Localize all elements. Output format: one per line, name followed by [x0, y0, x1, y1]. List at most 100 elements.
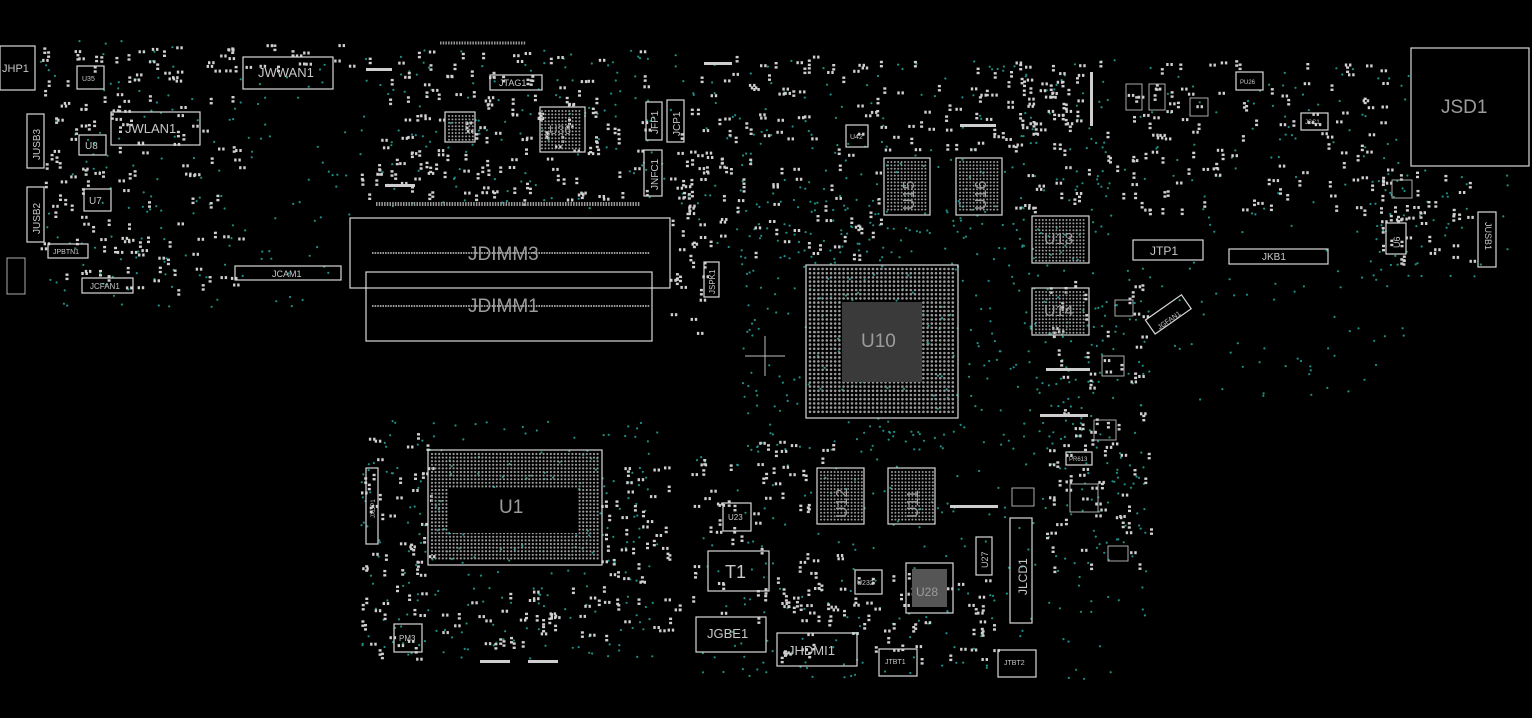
component-jusb2[interactable]: JUSB2	[26, 186, 45, 243]
jdimm1-label: JDIMM1	[468, 296, 539, 317]
jsd1-label: JSD1	[1441, 97, 1487, 118]
component-jdimm3[interactable]: JDIMM3	[349, 217, 671, 289]
chip-top-right-3	[1189, 97, 1209, 117]
jhdmi1-label: JHDMI1	[788, 643, 835, 658]
component-jhdmi1[interactable]: JHDMI1	[776, 632, 858, 667]
component-u23[interactable]: U23	[722, 502, 752, 532]
jnfc1-label: JNFC1	[650, 158, 661, 190]
u42-label: U42	[850, 134, 863, 141]
u1-bga-grid	[430, 452, 599, 560]
jusb3-label: JUSB3	[32, 128, 43, 160]
jtag1-label: JTAG1	[499, 78, 526, 88]
jgbe1-label: JGBE1	[707, 626, 748, 641]
component-u13[interactable]: U13	[1031, 215, 1090, 264]
u8-label: U8	[85, 141, 98, 152]
chip-right-1	[1391, 179, 1413, 199]
chip-near-jtag	[444, 111, 476, 143]
chip-right-mid-2	[1093, 419, 1117, 441]
component-jcfan1[interactable]: JCFAN1	[81, 277, 134, 294]
component-u15[interactable]: U15	[883, 157, 931, 216]
component-jwwan1[interactable]: JWWAN1	[242, 56, 334, 90]
u10-bga-grid	[808, 267, 955, 414]
component-jsd1[interactable]: JSD1	[1410, 47, 1530, 167]
component-pr613[interactable]: PR613	[1065, 451, 1093, 466]
component-jnfc1[interactable]: JNFC1	[643, 149, 663, 197]
component-u12[interactable]: U12	[816, 467, 865, 525]
component-u42[interactable]: U42	[845, 124, 869, 148]
u232-label: U232	[857, 580, 874, 587]
component-jtag1[interactable]: JTAG1	[489, 74, 543, 91]
pu26-label: PU26	[1240, 80, 1256, 86]
component-u6[interactable]: U6	[1385, 222, 1407, 255]
component-jfp1[interactable]: JFP1	[645, 101, 663, 141]
component-jcp1[interactable]: JCP1	[666, 99, 685, 143]
u15-label: U15	[901, 181, 918, 210]
jdimm3-label: JDIMM3	[468, 244, 539, 265]
component-jsc1[interactable]: JSC1	[1300, 112, 1329, 131]
component-u10[interactable]: U10	[805, 264, 959, 419]
jtbt2-label: JTBT2	[1004, 660, 1025, 667]
via-layer	[39, 40, 1509, 680]
u13-label: U13	[1044, 231, 1073, 248]
jspk1-label: JSPK1	[708, 269, 717, 294]
component-jhp1[interactable]: JHP1	[0, 45, 36, 91]
component-u16[interactable]: U16	[955, 157, 1003, 216]
jlcd1-label: JLCD1	[1016, 558, 1030, 595]
component-u35[interactable]: U35	[76, 65, 105, 90]
u11-label: U11	[905, 490, 922, 518]
u10-label: U10	[861, 331, 896, 352]
memory-chip-grids	[448, 110, 1085, 521]
component-u11[interactable]: U11	[887, 467, 936, 525]
u16-label: U16	[973, 181, 990, 210]
u27-label: U27	[980, 551, 990, 568]
jsc1-label: JSC1	[1305, 120, 1320, 126]
jkb1-label: JKB1	[1262, 252, 1286, 263]
jwwan1-label: JWWAN1	[258, 65, 314, 80]
u23-label: U23	[728, 513, 743, 522]
component-u14[interactable]: U14	[1031, 287, 1090, 336]
chip-right-mid-1	[1101, 355, 1125, 377]
chip-top-right-1	[1125, 83, 1143, 111]
component-jlcd1[interactable]: JLCD1	[1009, 517, 1033, 624]
component-t1[interactable]: T1	[707, 550, 770, 592]
u28-label: U28	[916, 585, 938, 599]
component-jtbt2[interactable]: JTBT2	[997, 649, 1037, 678]
u36-label: U36	[549, 123, 571, 137]
component-jtp1[interactable]: JTP1	[1132, 239, 1204, 261]
component-jwlan1[interactable]: JWLAN1	[110, 111, 201, 146]
component-jxdp1[interactable]: JXDP1	[365, 467, 379, 545]
jhp1-label: JHP1	[2, 63, 29, 75]
u12-label: U12	[834, 489, 851, 518]
component-jtbt1[interactable]: JTBT1	[878, 648, 918, 677]
component-jusb3[interactable]: JUSB3	[26, 113, 45, 169]
jpbtn1-label: JPBTN1	[53, 249, 79, 256]
component-jspk1[interactable]: JSPK1	[703, 261, 720, 298]
u14-label: U14	[1044, 303, 1073, 320]
component-jpbtn1[interactable]: JPBTN1	[47, 243, 89, 259]
jcfan1-label: JCFAN1	[90, 282, 120, 291]
component-u28[interactable]: U28	[905, 562, 954, 614]
component-u7[interactable]: U7	[83, 188, 112, 212]
component-u27[interactable]: U27	[975, 536, 993, 576]
chip-right-mid-3	[1069, 483, 1099, 513]
jusb1-label: JUSB1	[1483, 222, 1493, 250]
u7-label: U7	[89, 196, 102, 207]
component-pm3[interactable]: PM3	[393, 623, 423, 653]
component-pu26[interactable]: PU26	[1235, 71, 1264, 91]
t1-label: T1	[725, 562, 746, 582]
component-jusb1[interactable]: JUSB1	[1477, 211, 1497, 268]
jtbt1-label: JTBT1	[885, 659, 906, 666]
jtp1-label: JTP1	[1150, 244, 1178, 258]
component-jdimm1[interactable]: JDIMM1	[365, 271, 653, 342]
component-jgbe1[interactable]: JGBE1	[695, 616, 767, 653]
component-u1[interactable]: U1	[427, 449, 603, 566]
component-jcam1[interactable]: JCAM1	[234, 265, 342, 281]
component-u8[interactable]: U8	[78, 134, 107, 156]
misc-pads	[366, 62, 1093, 663]
chip-right-low-2	[1107, 545, 1129, 562]
component-u36[interactable]: U36	[539, 106, 586, 153]
component-u232[interactable]: U232	[854, 569, 883, 595]
pm3-label: PM3	[399, 634, 416, 643]
component-jkb1[interactable]: JKB1	[1228, 248, 1329, 265]
